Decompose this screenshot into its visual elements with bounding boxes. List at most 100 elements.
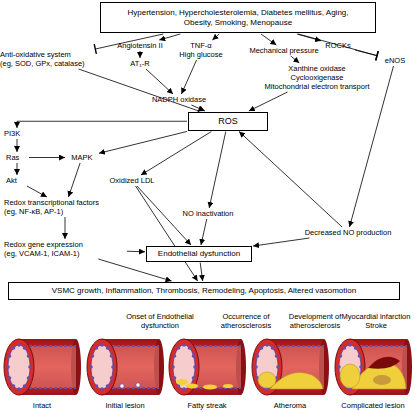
factor-node: Redox transcriptional factors(eg, NF-κB,… <box>4 198 126 216</box>
node-text: TNF-α <box>176 41 226 50</box>
vessel-label: Fatty streak <box>167 401 247 410</box>
atheroma-plaque <box>270 372 323 389</box>
connector-arrow <box>159 34 180 40</box>
factor-node: NADPH oxidase <box>148 95 210 104</box>
monocyte <box>120 384 124 388</box>
complicated-section <box>340 364 360 388</box>
factor-node: NO inactivation <box>174 209 242 218</box>
connector-arrow <box>68 163 80 197</box>
node-text: NADPH oxidase <box>148 95 210 104</box>
factor-node: Xanthine oxidaseCyclooxigenaseMitochondr… <box>256 64 378 91</box>
connector-arrow <box>212 34 219 40</box>
connector-arrow <box>140 51 141 58</box>
connector-arrow <box>249 92 288 111</box>
process-box: Endothelial dysfunction <box>146 246 252 262</box>
stage-label: Myocardial infarction Stroke <box>337 312 415 330</box>
node-text: Anti-oxidative system <box>0 50 100 59</box>
connector-arrow <box>99 131 187 153</box>
vessel-intact <box>4 339 81 395</box>
node-text: (eg, SOD, GPx, catalase) <box>0 59 100 68</box>
vessel-fatty-streak <box>169 339 246 395</box>
process-box: Hypertension, Hypercholesterolemia, Diab… <box>100 2 376 33</box>
factor-node: PI3K <box>4 129 30 138</box>
node-text: Akt <box>6 176 28 185</box>
node-text: Redox transcriptional factors <box>4 198 126 207</box>
node-text: PI3K <box>4 129 30 138</box>
connector-arrow <box>239 132 342 228</box>
node-text: Oxidized LDL <box>104 176 160 185</box>
thrombus <box>368 357 400 369</box>
necrotic-core <box>373 375 391 385</box>
connector-arrow <box>17 121 187 128</box>
inhibition-connector <box>79 69 199 111</box>
connector-arrow <box>181 60 196 94</box>
connector-arrow <box>136 186 198 281</box>
factor-node: Decreased NO production <box>294 228 402 237</box>
connector-arrow <box>191 105 205 111</box>
lesions <box>120 357 406 390</box>
node-text: Cyclooxigenase <box>256 73 378 82</box>
vessel-atheroma <box>252 339 329 395</box>
stage-label: Occurrence of atherosclerosis <box>213 312 279 330</box>
factor-node: ROCKs <box>322 41 354 50</box>
node-text: eNOS <box>378 56 412 65</box>
node-text: Redox gene expression <box>4 240 126 249</box>
connector-arrow <box>201 219 207 245</box>
node-text: ROCKs <box>322 41 354 50</box>
connector-arrow <box>200 263 203 282</box>
factor-node: AT₁-R <box>122 59 158 68</box>
connector-arrow <box>98 259 171 281</box>
connector-arrow <box>17 139 18 152</box>
node-text: VSMC growth, Inflammation, Thrombosis, R… <box>12 286 396 296</box>
node-text: Endothelial dysfunction <box>149 249 249 259</box>
stage-label: Development of atherosclerosis <box>282 312 348 330</box>
connector-arrow <box>29 157 65 158</box>
node-text: High glucose <box>176 50 226 59</box>
factor-node: Oxidized LDL <box>104 176 160 185</box>
node-text: ROS <box>192 116 264 127</box>
connector-arrow <box>141 132 211 176</box>
node-text: Ras <box>6 153 28 162</box>
node-text: Mechanical pressure <box>246 46 322 55</box>
stage-label: Onset of Endothelial dysfunction <box>118 312 202 330</box>
node-text: Decreased NO production <box>294 228 402 237</box>
node-text: Xanthine oxidase <box>256 64 378 73</box>
connector-arrow <box>261 34 276 45</box>
factor-node: Mechanical pressure <box>246 46 322 55</box>
vessel-complicated <box>335 339 412 395</box>
vessel-label: Complicated lesion <box>333 401 413 410</box>
factor-node: TNF-αHigh glucose <box>176 41 226 59</box>
factor-node: Anti-oxidative system(eg, SOD, GPx, cata… <box>0 50 100 68</box>
node-text: Hypertension, Hypercholesterolemia, Diab… <box>117 8 359 27</box>
atheroma-section <box>258 372 276 388</box>
fatty-streak <box>186 384 198 389</box>
connector-arrow <box>27 186 47 197</box>
factor-node: Akt <box>6 176 28 185</box>
factor-node: Ras <box>6 153 28 162</box>
factor-node: Angiotensin II <box>112 41 168 50</box>
node-text: AT₁-R <box>122 59 158 68</box>
connector-arrow <box>65 217 66 239</box>
factor-node: Redox gene expression(eg, VCAM-1, ICAM-1… <box>4 240 126 258</box>
factor-node: MAPK <box>66 153 98 162</box>
factor-node: eNOS <box>378 56 412 65</box>
vessel-label: Intact <box>2 401 82 410</box>
inhibition-connector <box>355 50 377 56</box>
node-text: NO inactivation <box>174 209 242 218</box>
fatty-streak <box>223 384 233 388</box>
vessel-label: Atheroma <box>250 401 330 410</box>
node-text: Mitochondrial electron transport <box>256 82 378 91</box>
fatty-streak <box>203 385 217 390</box>
connector-arrow <box>253 238 309 246</box>
process-box: VSMC growth, Inflammation, Thrombosis, R… <box>8 282 400 300</box>
vessels <box>4 339 412 395</box>
node-text: Angiotensin II <box>112 41 168 50</box>
monocyte <box>136 383 140 387</box>
node-text: (eg, NF-κB, AP-1) <box>4 207 126 216</box>
connector-arrow <box>209 132 226 209</box>
node-text: MAPK <box>66 153 98 162</box>
connector-arrow <box>291 56 300 63</box>
connector-arrow <box>146 69 173 94</box>
fatty-streak <box>176 379 188 385</box>
